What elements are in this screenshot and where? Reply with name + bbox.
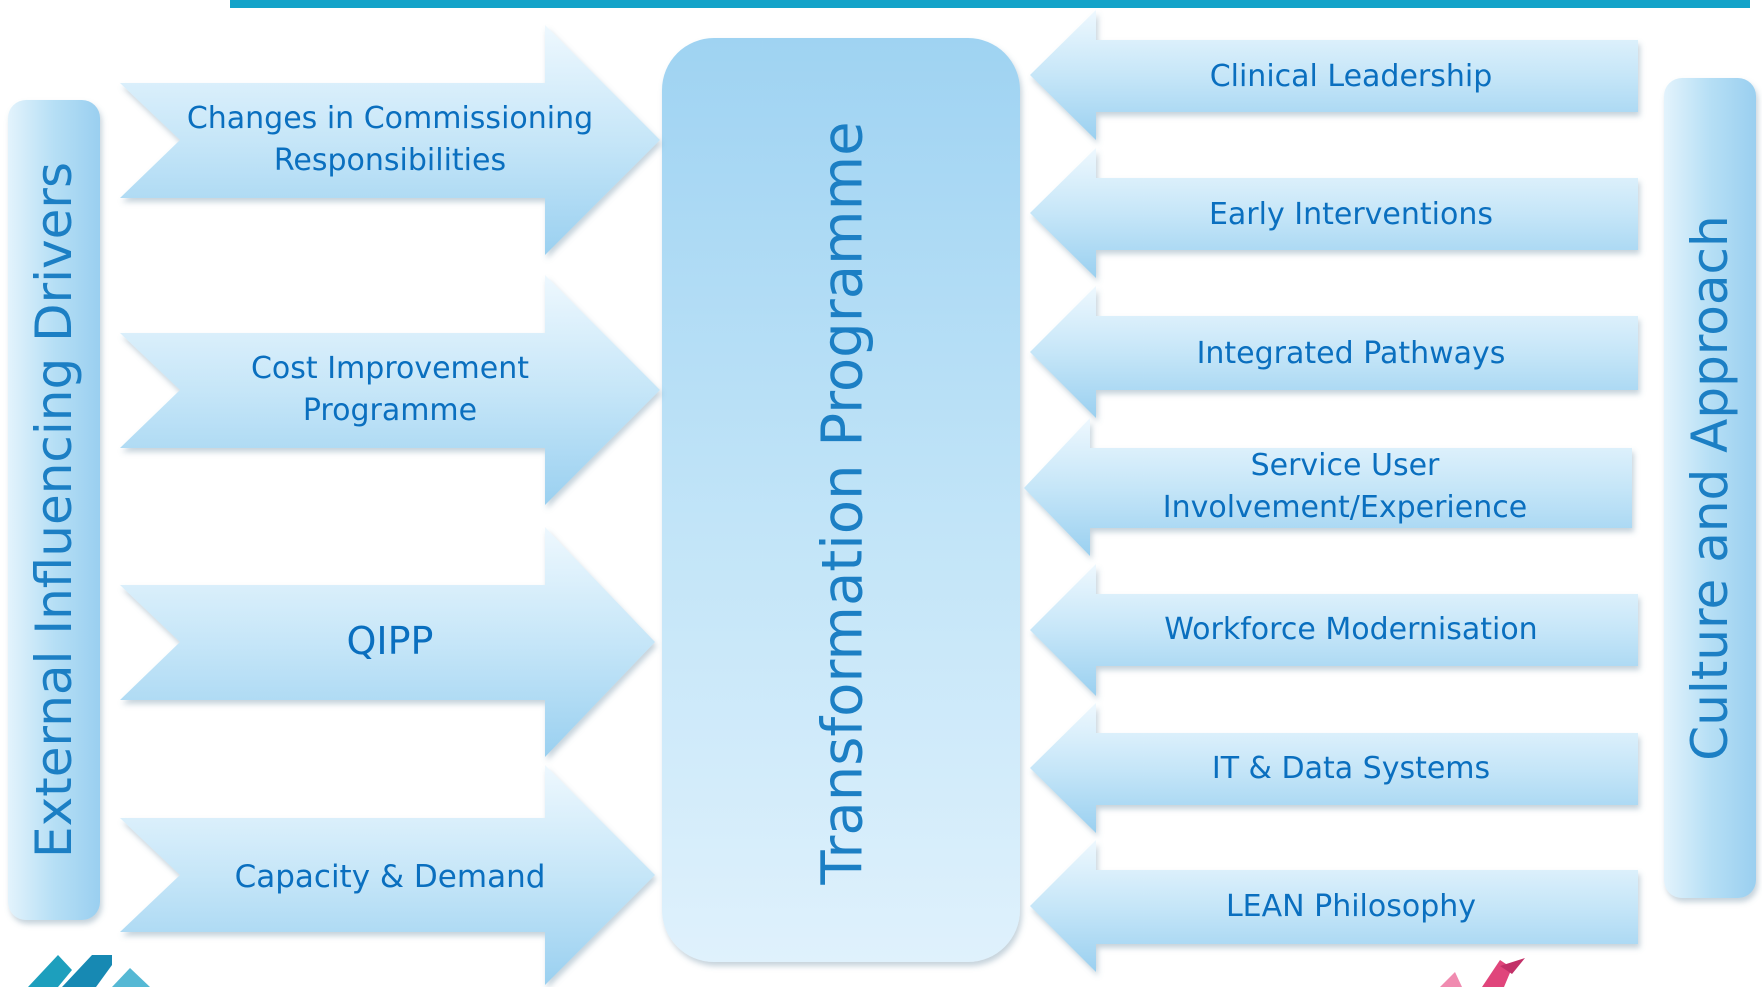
enabler-arrows [1024, 10, 1638, 972]
driver-label-4: Capacity & Demand [234, 859, 546, 896]
left-bar-label: External Influencing Drivers [25, 161, 83, 859]
enabler-arrow-2 [1030, 148, 1638, 278]
enabler-arrow-5 [1030, 564, 1638, 696]
enabler-arrow-4 [1024, 418, 1632, 556]
enabler-label-2: Early Interventions [1208, 197, 1494, 232]
enabler-arrow-6 [1030, 703, 1638, 833]
center-box [662, 38, 1020, 962]
left-vertical-bar [8, 100, 100, 920]
enabler-label-7: LEAN Philosophy [1225, 889, 1477, 924]
enabler-label-4-line2: Involvement/Experience [1162, 490, 1528, 525]
driver-arrow-4 [120, 765, 655, 985]
driver-label-1-line2: Responsibilities [273, 143, 507, 178]
pink-bird-logo-icon [1440, 958, 1525, 987]
enabler-arrow-3 [1030, 286, 1638, 418]
driver-label-3: QIPP [346, 619, 434, 664]
driver-label-1: Changes in Commissioning Responsibilitie… [180, 95, 600, 185]
driver-label-1-line1: Changes in Commissioning [186, 101, 594, 136]
driver-label-2-line2: Programme [302, 393, 478, 428]
enabler-label-5: Workforce Modernisation [1164, 612, 1538, 647]
enabler-arrow-1 [1030, 10, 1638, 140]
enabler-arrow-7 [1030, 840, 1638, 972]
driver-label-2: Cost Improvement Programme [180, 345, 600, 435]
enabler-label-6: IT & Data Systems [1211, 751, 1491, 786]
enabler-label-3: Integrated Pathways [1196, 336, 1506, 371]
enabler-label-4-line1: Service User [1250, 448, 1440, 483]
driver-arrows [120, 25, 660, 985]
driver-arrow-1 [120, 25, 660, 255]
driver-arrow-3 [120, 527, 655, 757]
center-box-label: Transformation Programme [810, 121, 876, 885]
driver-label-2-line1: Cost Improvement [250, 351, 530, 386]
enabler-label-1: Clinical Leadership [1209, 59, 1493, 94]
right-bar-label: Culture and Approach [1681, 215, 1739, 761]
enabler-label-4: Service User Involvement/Experience [1090, 442, 1600, 532]
top-accent-band [230, 0, 1750, 8]
right-vertical-bar [1664, 78, 1756, 898]
driver-arrow-2 [120, 275, 660, 505]
teal-chevron-logo-icon [28, 955, 150, 987]
